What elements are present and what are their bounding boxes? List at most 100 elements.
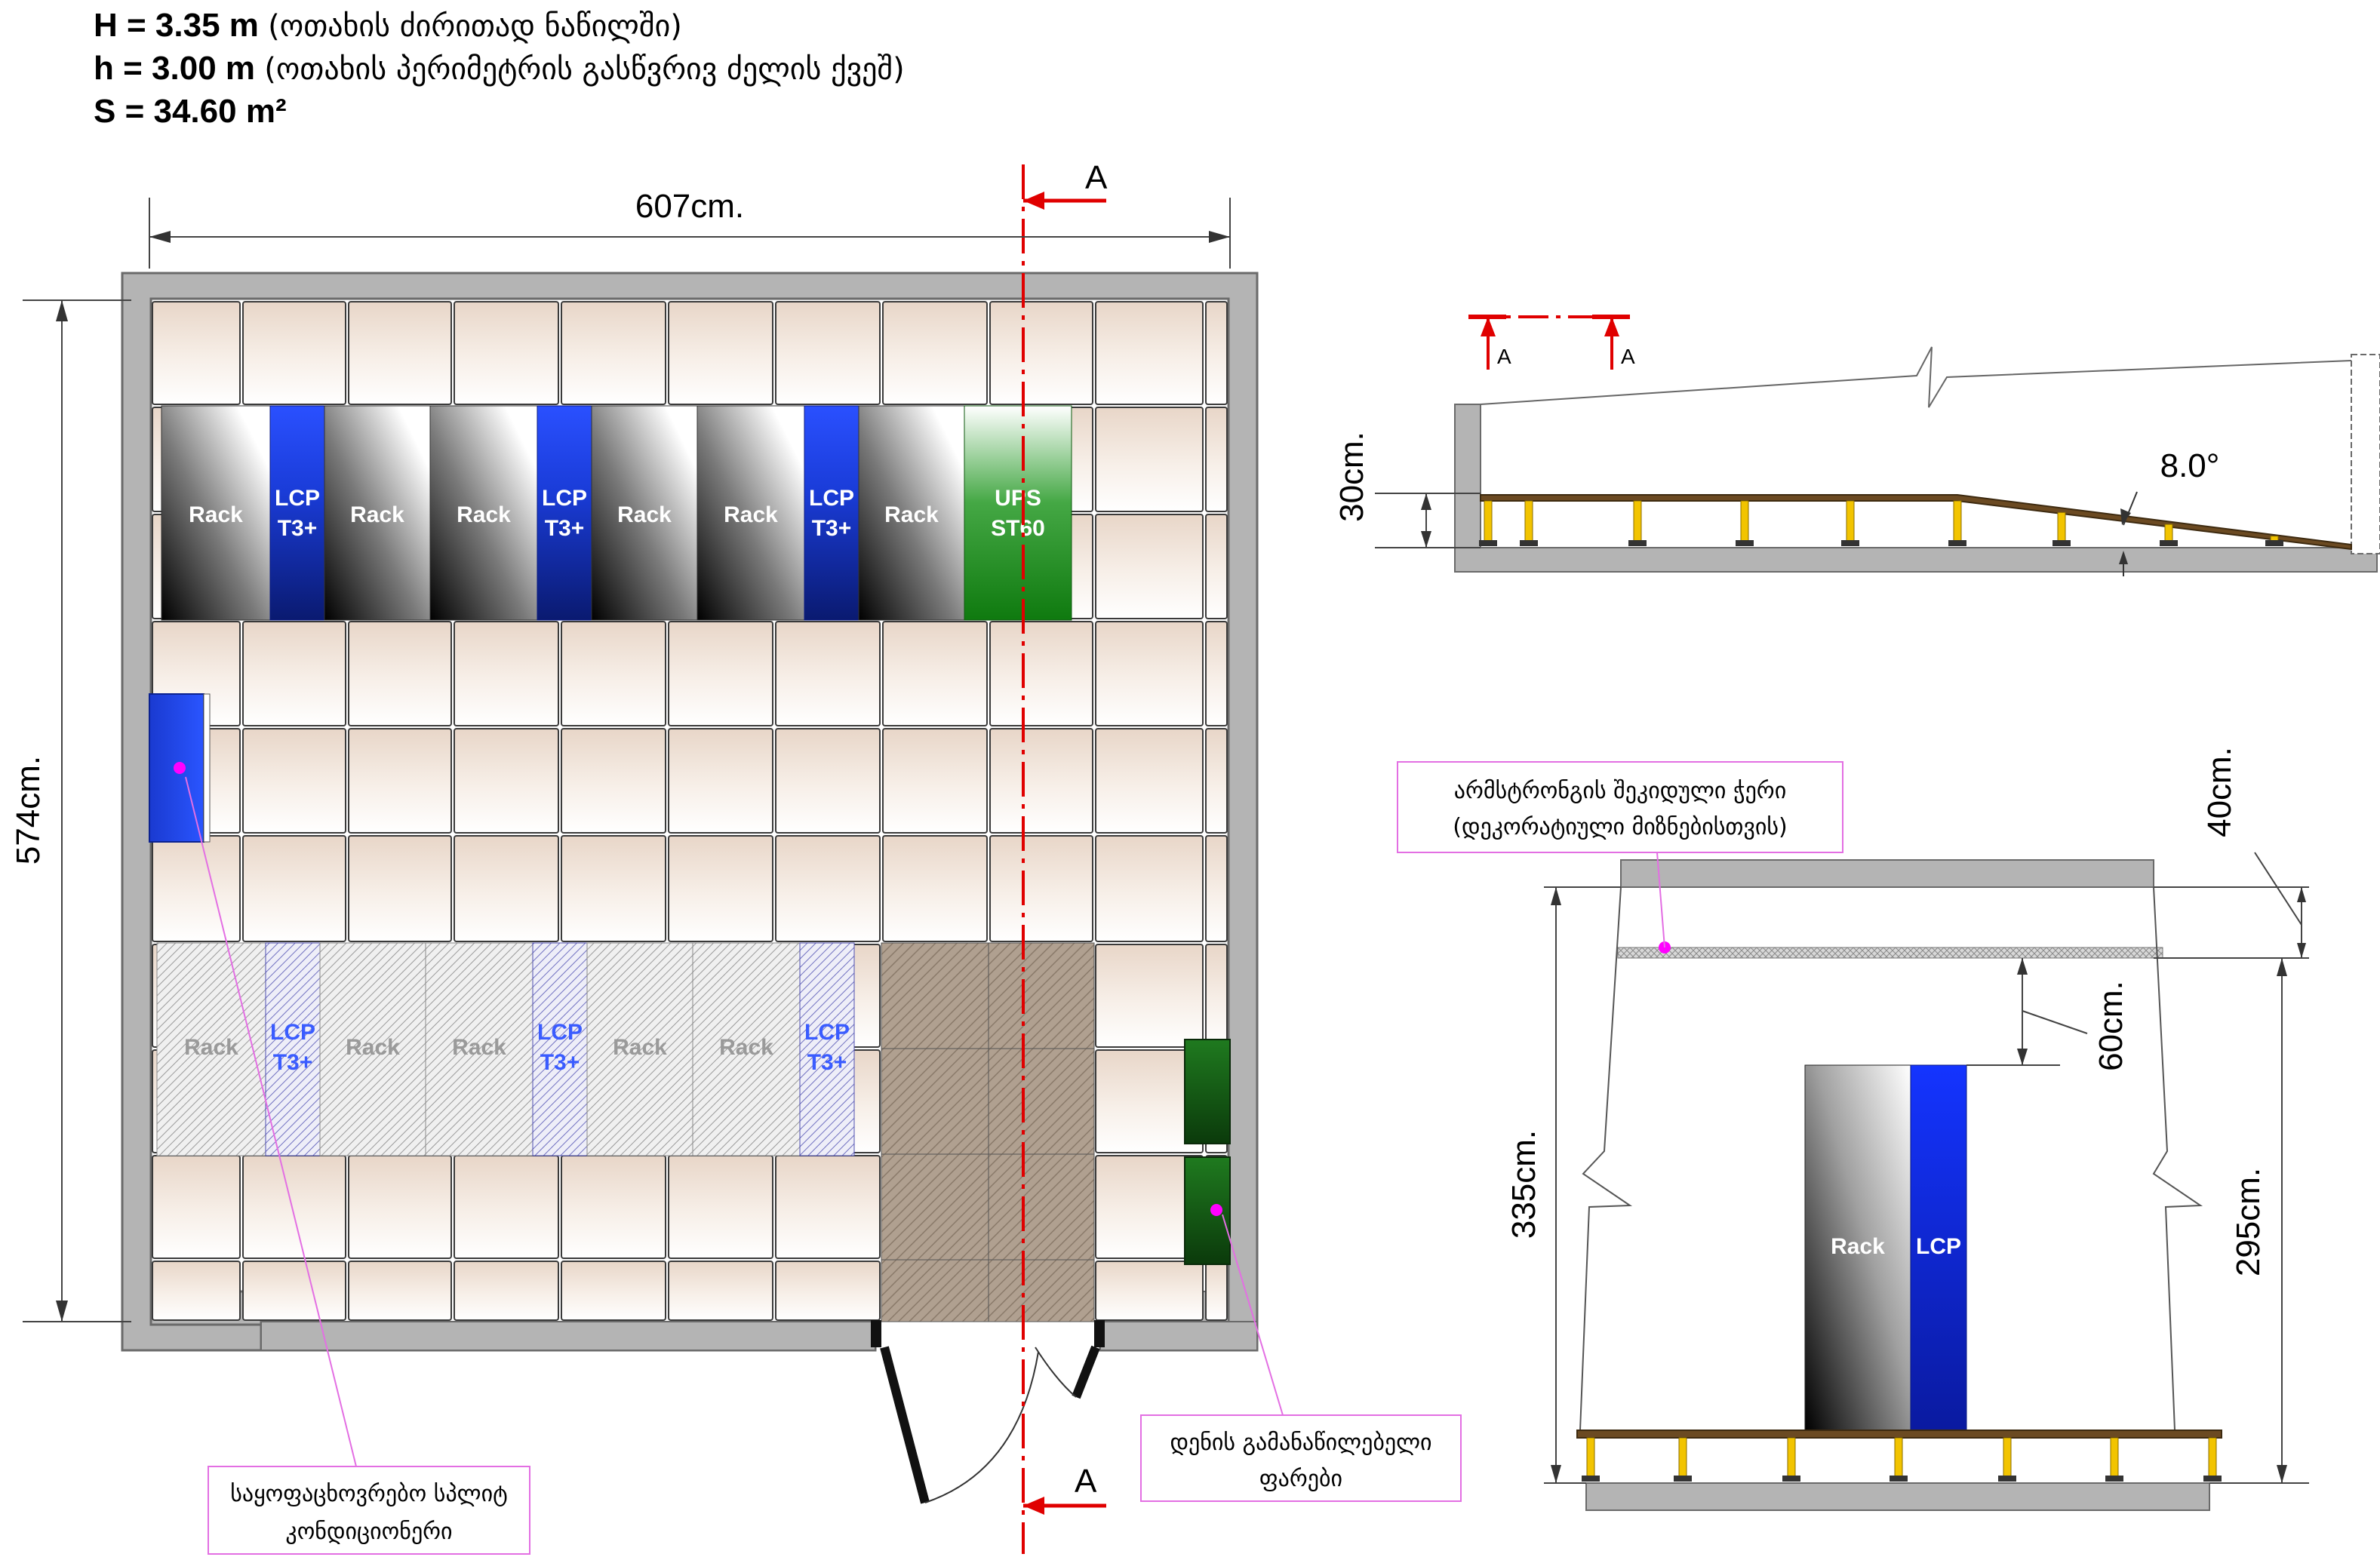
floor-tile — [348, 1155, 452, 1259]
power-panel-2 — [1184, 1156, 1231, 1265]
floor-tile — [561, 621, 666, 726]
floor-tile — [454, 1155, 559, 1259]
floor-tile — [882, 835, 988, 942]
floor-tile — [668, 301, 773, 405]
ramp-pedestal — [1484, 500, 1493, 544]
section-pedestal — [1586, 1437, 1595, 1478]
row1-label: UPS — [995, 486, 1041, 511]
cross-section: Rack LCP 335cm. 295cm. 40cm. 60cm. — [1397, 747, 2309, 1511]
rack-unit — [591, 405, 698, 621]
row1-label: Rack — [350, 502, 404, 527]
floor-tile — [1205, 407, 1228, 512]
floor-tile — [1095, 301, 1204, 405]
row1-label: T3+ — [812, 516, 852, 541]
ramp-pedestal — [1524, 500, 1533, 544]
ramp-pedestal — [1740, 500, 1749, 544]
rack-unit — [696, 405, 805, 621]
ramp-pedestal — [1846, 500, 1855, 544]
header-line-height: H = 3.35 m (ოთახის ძირითად ნაწილში) — [94, 7, 682, 44]
row2-label: Rack — [452, 1035, 506, 1060]
floor-tile — [882, 728, 988, 834]
planned-rack-unit — [586, 942, 693, 1156]
floor-tile — [1205, 835, 1228, 942]
height-dim-label: 574cm. — [10, 756, 47, 864]
section-lcp — [1910, 1064, 1967, 1431]
floor-tile — [882, 301, 988, 405]
lcp-t3--unit — [269, 405, 325, 621]
callout-panel-line2: ფარები — [1259, 1466, 1342, 1492]
floor-tile — [1205, 944, 1228, 1048]
header-notes: H = 3.35 m (ოთახის ძირითად ნაწილში) h = … — [94, 5, 905, 133]
floor-tile — [454, 835, 559, 942]
callout-ac-line1: საყოფაცხოვრებო სპლიტ — [230, 1481, 508, 1507]
ramp-pedestal-base — [1628, 540, 1647, 546]
floor-tile — [1095, 621, 1204, 726]
rack-unit — [324, 405, 431, 621]
section-pedestal-base — [2203, 1476, 2222, 1482]
section-pedestal — [2110, 1437, 2119, 1478]
section-ceiling-slab — [1620, 859, 2154, 888]
section-lcp-label: LCP — [1916, 1234, 1961, 1259]
section-pedestal-base — [1582, 1476, 1600, 1482]
ac-callout-dot — [174, 762, 186, 774]
floor-tile — [348, 728, 452, 834]
floor-tile — [1205, 728, 1228, 834]
floor-tile — [348, 835, 452, 942]
floor-tile — [561, 728, 666, 834]
door-frame-right — [1094, 1320, 1105, 1347]
suspended-ceiling — [1617, 947, 2163, 959]
floor-tile — [152, 1155, 241, 1259]
section-label-bottom: A — [1075, 1463, 1097, 1500]
floor-tile — [152, 301, 241, 405]
header-line-area: S = 34.60 m² — [94, 93, 287, 130]
row1-label: T3+ — [278, 516, 318, 541]
floor-tile — [561, 1155, 666, 1259]
dim-335-label: 335cm. — [1505, 1130, 1542, 1239]
ramp-pedestal-base — [1736, 540, 1754, 546]
ramp-pedestal-base — [1520, 540, 1538, 546]
floor-tile — [1205, 1261, 1228, 1321]
row2-label: LCP — [270, 1020, 315, 1045]
split-ac-unit-fin — [203, 693, 211, 843]
floor-tile — [775, 1261, 881, 1321]
row1-label: Rack — [189, 502, 243, 527]
floor-tile — [242, 728, 346, 834]
floor-tile — [1205, 301, 1228, 405]
ramp-deck — [1480, 494, 2352, 551]
row1-label: ST60 — [991, 516, 1045, 541]
ramp-pedestal-base — [1479, 540, 1497, 546]
section-pedestal-base — [1998, 1476, 2016, 1482]
dimension-height: 574cm. — [10, 299, 131, 1322]
floor-tile — [668, 1155, 773, 1259]
ramp-pedestal-base — [2053, 540, 2071, 546]
callout-ceiling-line1: არმსტრონგის შეკიდული ჭერი — [1454, 778, 1786, 804]
floor-tile — [348, 1261, 452, 1321]
floor-tile — [1095, 835, 1204, 942]
dim-295-label: 295cm. — [2230, 1168, 2267, 1276]
section-deck — [1576, 1430, 2222, 1439]
ramp-pedestal-base — [2265, 540, 2283, 546]
section-pedestal-base — [1890, 1476, 1908, 1482]
floor-tile — [242, 1155, 346, 1259]
row1-label: LCP — [542, 486, 587, 511]
floor-tile — [775, 835, 881, 942]
floor-tile — [242, 1261, 346, 1321]
door-swing-arc-2 — [1035, 1347, 1077, 1398]
ramp-right-wall — [2351, 354, 2380, 554]
header-line-perimeter-height: h = 3.00 m (ოთახის პერიმეტრის გასწვრივ ძ… — [94, 50, 905, 87]
callout-power-panels: დენის გამანაწილებელი ფარები — [1140, 1214, 1462, 1502]
row2-label: T3+ — [807, 1050, 847, 1075]
floor-tile — [775, 301, 881, 405]
plan-wall-bottom-strip-right — [1099, 1321, 1258, 1351]
section-pedestal-base — [1782, 1476, 1800, 1482]
section-right-outline — [2152, 886, 2203, 1431]
floor-tile — [348, 621, 452, 726]
floor-tile — [989, 728, 1093, 834]
dim-60-label: 60cm. — [2092, 981, 2129, 1071]
section-pedestal — [2003, 1437, 2012, 1478]
section-pedestal — [1894, 1437, 1903, 1478]
floor-tile — [668, 728, 773, 834]
floor-tile — [989, 301, 1093, 405]
